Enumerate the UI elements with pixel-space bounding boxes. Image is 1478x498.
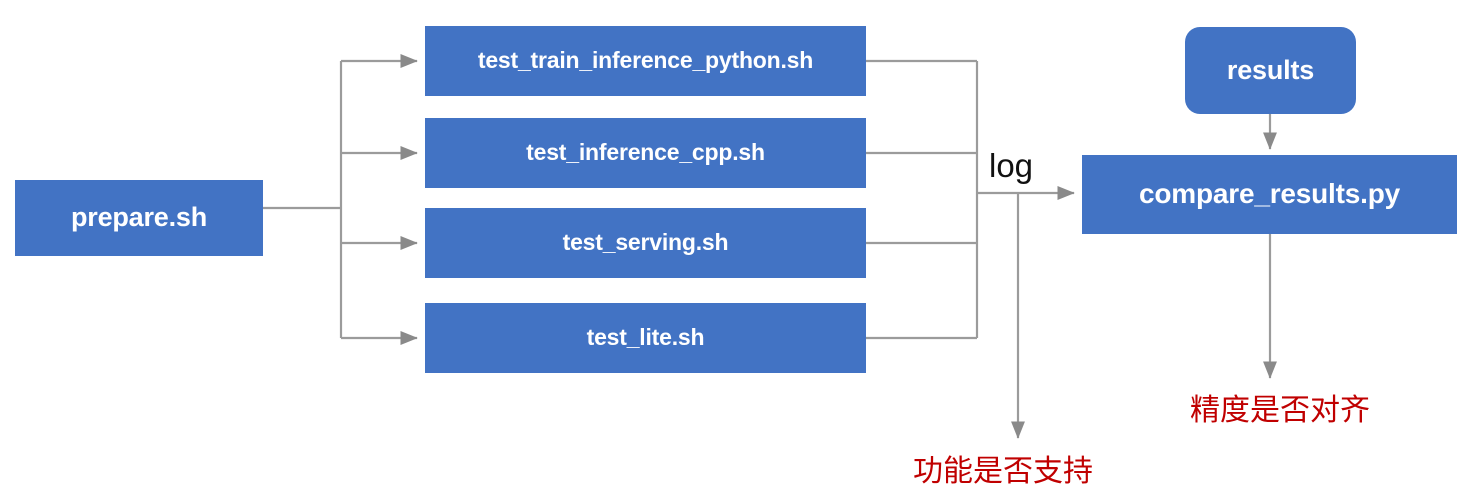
node-compare-results-py[interactable]: compare_results.py (1082, 155, 1457, 234)
annotation-feature-support: 功能是否支持 (913, 454, 1093, 489)
node-test-serving-sh[interactable]: test_serving.sh (425, 208, 866, 278)
node-test-inference-cpp-sh[interactable]: test_inference_cpp.sh (425, 118, 866, 188)
node-results[interactable]: results (1185, 27, 1356, 114)
node-prepare-sh[interactable]: prepare.sh (15, 180, 263, 256)
edge-label-log: log (989, 147, 1034, 184)
node-test-train-inference-python-sh[interactable]: test_train_inference_python.sh (425, 26, 866, 96)
node-test-lite-sh[interactable]: test_lite.sh (425, 303, 866, 373)
annotation-precision-aligned: 精度是否对齐 (1190, 393, 1370, 428)
